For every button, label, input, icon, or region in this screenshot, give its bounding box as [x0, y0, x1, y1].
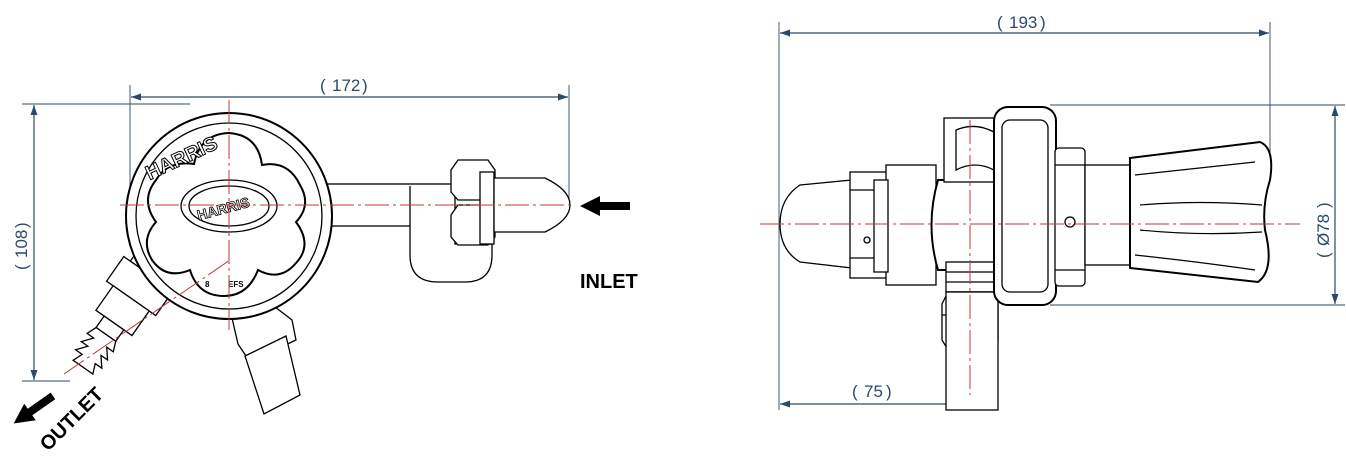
- inlet-connection: [317, 159, 571, 283]
- dimension-108: ( 108 ): [12, 105, 38, 380]
- dimension-172: ( 172 ): [131, 76, 568, 101]
- dimension-193: ( 193 ): [780, 13, 1269, 37]
- svg-text:(: (: [12, 264, 31, 270]
- outlet-label: OUTLET: [36, 383, 108, 455]
- inlet-indicator: INLET: [580, 196, 638, 293]
- gauge-port: [231, 299, 301, 415]
- dim-right-diameter-text: Ø78: [1314, 214, 1333, 246]
- front-view: ( 172 ) ( 108 ): [12, 76, 638, 456]
- svg-text:): ): [1314, 202, 1333, 208]
- svg-text:): ): [886, 382, 892, 401]
- svg-text:): ): [1040, 13, 1046, 32]
- dimension-75: ( 75 ): [780, 382, 972, 408]
- dim-right-width-text: 193: [1009, 13, 1037, 32]
- regulator-body: HARRIS HARRIS 8 EFS: [125, 112, 333, 320]
- gauge-marking: 8: [205, 280, 210, 289]
- svg-text:(: (: [997, 13, 1003, 32]
- dim-right-offset-text: 75: [864, 382, 883, 401]
- gauge-marking-2: EFS: [228, 280, 244, 289]
- dim-bracket-open: (: [320, 76, 326, 95]
- inlet-label: INLET: [580, 271, 638, 293]
- svg-text:(: (: [1314, 252, 1333, 258]
- svg-text:(: (: [852, 382, 858, 401]
- svg-text:): ): [12, 222, 31, 228]
- dimension-diameter-78: ( Ø78 ): [1314, 106, 1339, 304]
- dim-left-width-text: 172: [332, 76, 360, 95]
- outlet-indicator: OUTLET: [13, 383, 108, 456]
- side-view: ( 193 ) ( Ø78 ) ( 75 ): [760, 13, 1345, 411]
- dim-bracket-close: ): [362, 76, 368, 95]
- dim-left-height-text: 108: [12, 230, 31, 258]
